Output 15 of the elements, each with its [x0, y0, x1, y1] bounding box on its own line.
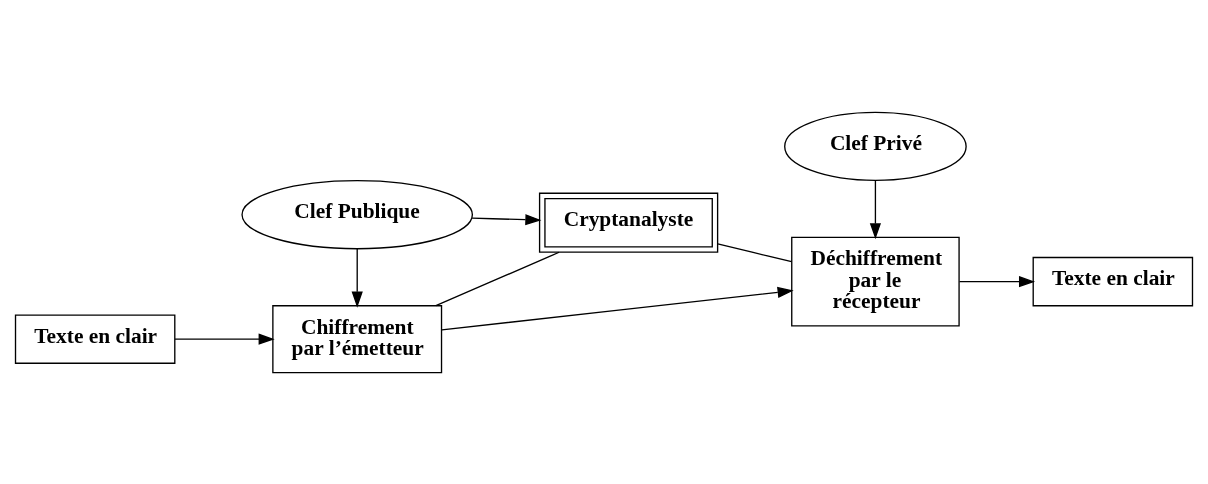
node-box: Texte en clair — [14, 313, 176, 364]
arrow — [958, 275, 1036, 287]
connector — [717, 242, 793, 262]
node-ellipse: Clef Publique — [241, 179, 474, 249]
arrow — [471, 213, 542, 225]
arrow — [351, 247, 363, 308]
arrow — [174, 333, 275, 345]
node-ellipse: Clef Privé — [784, 111, 967, 181]
node-box: Déchiffrement par le récepteur — [791, 236, 960, 326]
arrow — [441, 286, 794, 331]
node-box: Cryptanalyste — [538, 192, 719, 253]
node-box: Chiffrement par l’émetteur — [272, 304, 443, 373]
connector — [435, 251, 560, 306]
arrow — [869, 179, 882, 239]
node-box: Texte en clair — [1032, 256, 1194, 306]
